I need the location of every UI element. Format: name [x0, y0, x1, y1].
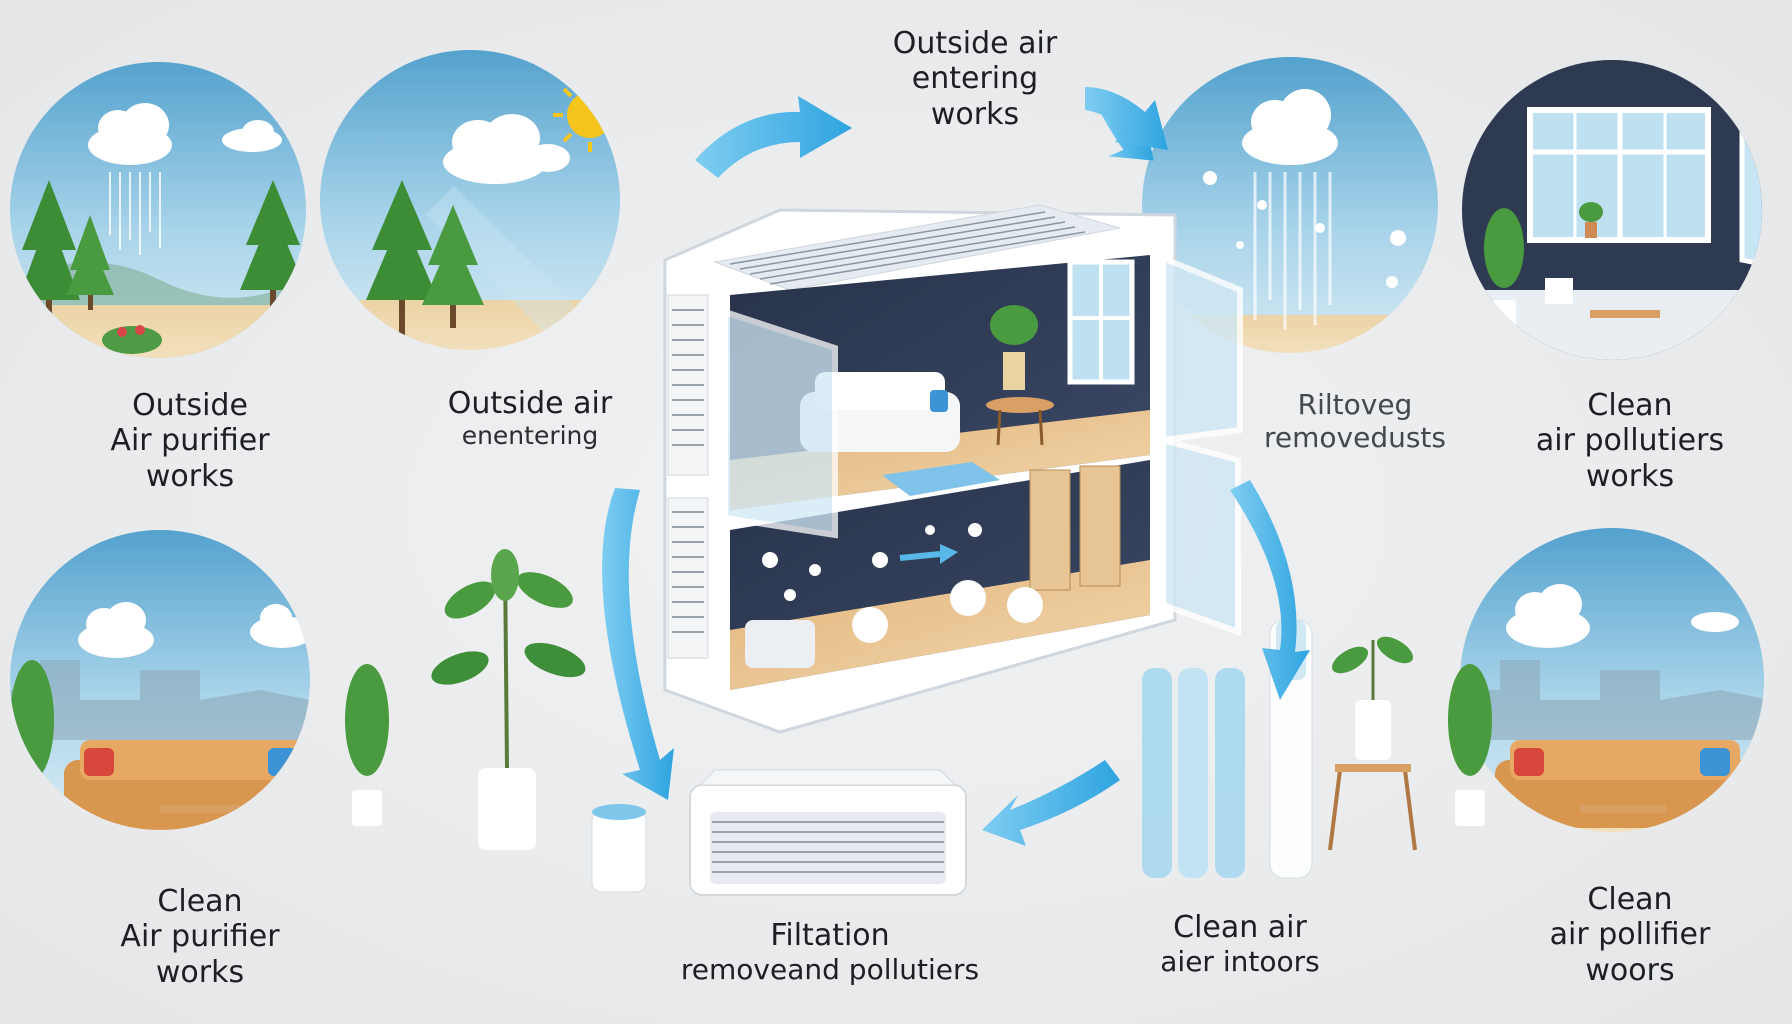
plant-icon	[1448, 664, 1492, 826]
label-line: Clean air	[1173, 910, 1307, 945]
cloud-icon	[443, 114, 570, 184]
label-line: removeand pollutiers	[680, 953, 980, 987]
arrow-icon	[899, 544, 958, 564]
plant-icon	[990, 305, 1038, 390]
label-line: air pollifier	[1549, 917, 1711, 953]
label-line: Clean	[157, 884, 243, 919]
sofa-icon	[64, 740, 310, 830]
scene-outdoor-rain	[10, 62, 306, 358]
plant-icon	[1328, 636, 1417, 851]
label-line: Air purifier	[110, 423, 270, 459]
label-line: works	[930, 96, 1020, 132]
label-line: air pollutiers	[1535, 423, 1725, 459]
scene-living-room-right	[1460, 528, 1764, 832]
plant-icon	[10, 660, 54, 826]
sofa-icon	[800, 372, 960, 452]
label-line: Outside air	[892, 26, 1058, 61]
dust-particle-icon	[1203, 171, 1406, 288]
tree-icon	[18, 180, 306, 354]
label-line: Riltoveg	[1297, 388, 1413, 421]
label-left-top: Outside Air purifier works	[40, 388, 340, 494]
sofa-icon	[1495, 740, 1755, 828]
scene-indoor-window	[1462, 60, 1762, 360]
label-line: Clean	[1587, 388, 1673, 423]
air-purifier-icon	[1142, 619, 1313, 879]
air-purifier-icon	[689, 769, 967, 896]
label-line: Air purifier	[120, 919, 280, 955]
rain-icon	[109, 172, 161, 255]
cloud-icon	[88, 103, 282, 165]
table-icon	[1590, 310, 1660, 318]
plant-icon	[431, 549, 586, 850]
cloud-icon	[1506, 584, 1739, 648]
label-line: entering	[911, 61, 1039, 97]
label-right-top: Clean air pollutiers works	[1480, 388, 1780, 494]
label-line: woors	[1585, 952, 1675, 988]
label-line: removedusts	[1264, 421, 1446, 455]
label-left-bottom: Clean Air purifier works	[50, 884, 350, 990]
label-bottom-right-center: Clean air aier intoors	[1100, 910, 1380, 978]
label-line: Filtation	[770, 918, 890, 953]
label-top-center: Outside air entering works	[850, 26, 1100, 132]
plant-icon	[345, 664, 389, 826]
scene-living-room-left	[10, 530, 310, 830]
label-line: works	[1585, 458, 1675, 494]
cloud-icon	[78, 602, 310, 658]
scene-outdoor-sun	[320, 50, 649, 350]
label-line: Clean	[1587, 882, 1673, 917]
label-bottom-center: Filtation removeand pollutiers	[640, 918, 1020, 986]
rain-icon	[1253, 172, 1332, 330]
label-line: works	[155, 954, 245, 990]
label-line: Outside air	[447, 386, 613, 421]
air-purifier-icon	[591, 804, 647, 893]
label-line: enentering	[461, 421, 599, 451]
central-air-purifier-unit	[663, 204, 1243, 734]
label-line: Outside	[132, 388, 248, 423]
window-icon	[1067, 259, 1135, 385]
label-center-left: Outside air enentering	[400, 386, 660, 451]
cloud-icon	[1242, 89, 1338, 165]
label-right-bottom: Clean air pollifier woors	[1480, 882, 1780, 988]
arrow-icon	[602, 87, 1310, 846]
label-center-right: Riltoveg removedusts	[1220, 388, 1490, 454]
dust-particle-icon	[762, 523, 982, 601]
pollen-icon	[621, 162, 649, 190]
label-line: aier intoors	[1160, 945, 1320, 979]
label-line: works	[145, 458, 235, 494]
